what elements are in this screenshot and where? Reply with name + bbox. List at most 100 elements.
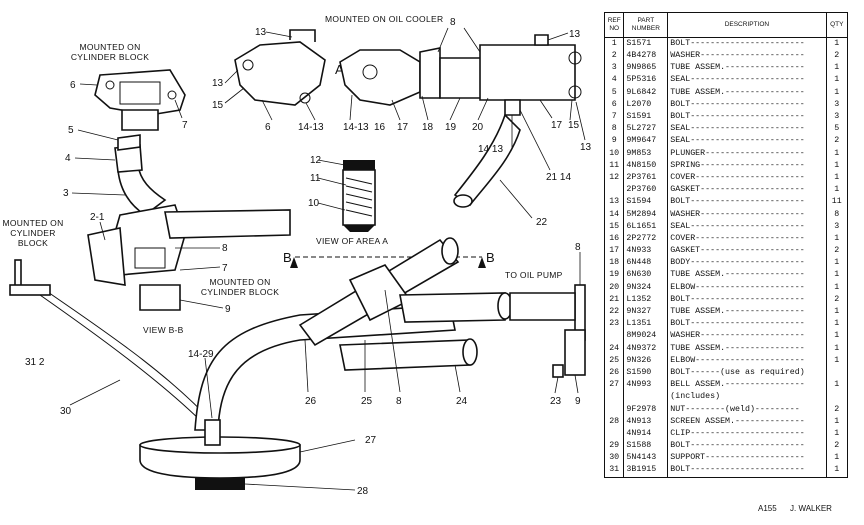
- row-qty: 1: [825, 37, 849, 51]
- caption-line: MOUNTED ON: [2, 218, 63, 228]
- callout-31-2: 31 2: [25, 357, 45, 368]
- tube-22-end: [453, 194, 473, 208]
- row-ref-no: 8: [603, 123, 625, 136]
- callout-18: 18: [422, 122, 434, 133]
- row-part-number: 4N8150: [623, 159, 669, 173]
- row-part-number: L1351: [623, 318, 669, 331]
- row-ref-no: [603, 403, 625, 416]
- row-description: BOLT-----------------------: [667, 318, 827, 331]
- row-part-number: 3B1915: [623, 464, 669, 478]
- tube-26-end: [441, 237, 459, 265]
- row-qty: [825, 367, 849, 380]
- row-qty: 1: [825, 379, 849, 392]
- row-description: BODY-----------------------: [667, 257, 827, 270]
- caption-line: CYLINDER: [10, 228, 55, 238]
- callout-2-1: 2-1: [90, 212, 105, 223]
- bell-assembly-27: [139, 419, 301, 479]
- tube-horizontal-left: [164, 209, 291, 239]
- caption-view-area-a: VIEW OF AREA A: [316, 236, 388, 246]
- row-qty: 1: [825, 159, 849, 173]
- callout-numbers: 13 8 13 13 15 6 14-13 14-13 16 17 18 19 …: [25, 17, 592, 497]
- callout-9: 9: [575, 396, 581, 407]
- row-ref-no: 19: [603, 269, 625, 282]
- row-description: BOLT-----------------------: [667, 440, 827, 453]
- callout-12: 12: [310, 155, 322, 166]
- row-ref-no: 11: [603, 159, 625, 173]
- callout-11: 11: [310, 173, 321, 184]
- tube-3: [117, 164, 167, 216]
- row-qty: 1: [825, 184, 849, 197]
- row-qty: 1: [825, 330, 849, 343]
- row-description: GASKET---------------------: [667, 184, 827, 197]
- row-part-number: 9L6842: [623, 86, 669, 99]
- drawing-code: A155: [758, 504, 777, 513]
- caption-view-bb: VIEW B-B: [143, 325, 184, 335]
- header-description: DESCRIPTION: [667, 12, 827, 38]
- row-qty: 1: [825, 233, 849, 246]
- parts-list-row: 9F2978 NUT--------(weld)---------2: [603, 403, 849, 416]
- tube-upper-long: [399, 292, 506, 323]
- row-description: SCREEN ASSEM.--------------: [667, 415, 827, 428]
- callout-20: 20: [472, 122, 484, 133]
- section-b-right: B: [486, 250, 495, 265]
- row-part-number: 9N327: [623, 306, 669, 319]
- row-part-number: 8M9024: [623, 330, 669, 343]
- view-area-a-plunger: [342, 160, 376, 232]
- caption-line: MOUNTED ON: [209, 277, 270, 287]
- row-qty: 3: [825, 98, 849, 112]
- row-ref-no: 18: [603, 257, 625, 270]
- caption-oil-cooler: MOUNTED ON OIL COOLER: [325, 14, 443, 24]
- row-description: SUPPORT--------------------: [667, 452, 827, 465]
- callout-15: 15: [568, 120, 580, 131]
- support-30-foot: [9, 284, 51, 296]
- drawing-author: J. WALKER: [790, 504, 832, 513]
- row-ref-no: 6: [603, 98, 625, 112]
- row-part-number: 4N993: [623, 379, 669, 392]
- row-description: ELBOW----------------------: [667, 354, 827, 368]
- callout-6: 6: [265, 122, 271, 133]
- tube-24-end: [462, 338, 478, 366]
- callout-13: 13: [569, 29, 581, 40]
- callout-5: 5: [68, 125, 74, 136]
- elbow-23-9: [564, 329, 586, 376]
- row-part-number: 9N324: [623, 281, 669, 294]
- row-part-number: S1590: [623, 367, 669, 380]
- caption-line: CYLINDER BLOCK: [71, 52, 149, 62]
- caption-line: MOUNTED ON: [79, 42, 140, 52]
- row-qty: 1: [825, 147, 849, 160]
- row-part-number: S1591: [623, 111, 669, 124]
- row-description: COVER----------------------: [667, 233, 827, 246]
- row-ref-no: [603, 184, 625, 197]
- callout-4: 4: [65, 153, 71, 164]
- row-qty: 1: [825, 281, 849, 294]
- row-ref-no: 7: [603, 111, 625, 124]
- callout-23: 23: [550, 396, 562, 407]
- row-part-number: 4N914: [623, 428, 669, 441]
- row-part-number: L2070: [623, 98, 669, 112]
- view-bb-body: [139, 284, 181, 311]
- row-qty: 3: [825, 220, 849, 233]
- row-qty: 11: [825, 196, 849, 209]
- row-qty: 1: [825, 428, 849, 441]
- callout-17: 17: [397, 122, 409, 133]
- callout-13: 13: [580, 142, 592, 153]
- leader-lines: [69, 27, 586, 491]
